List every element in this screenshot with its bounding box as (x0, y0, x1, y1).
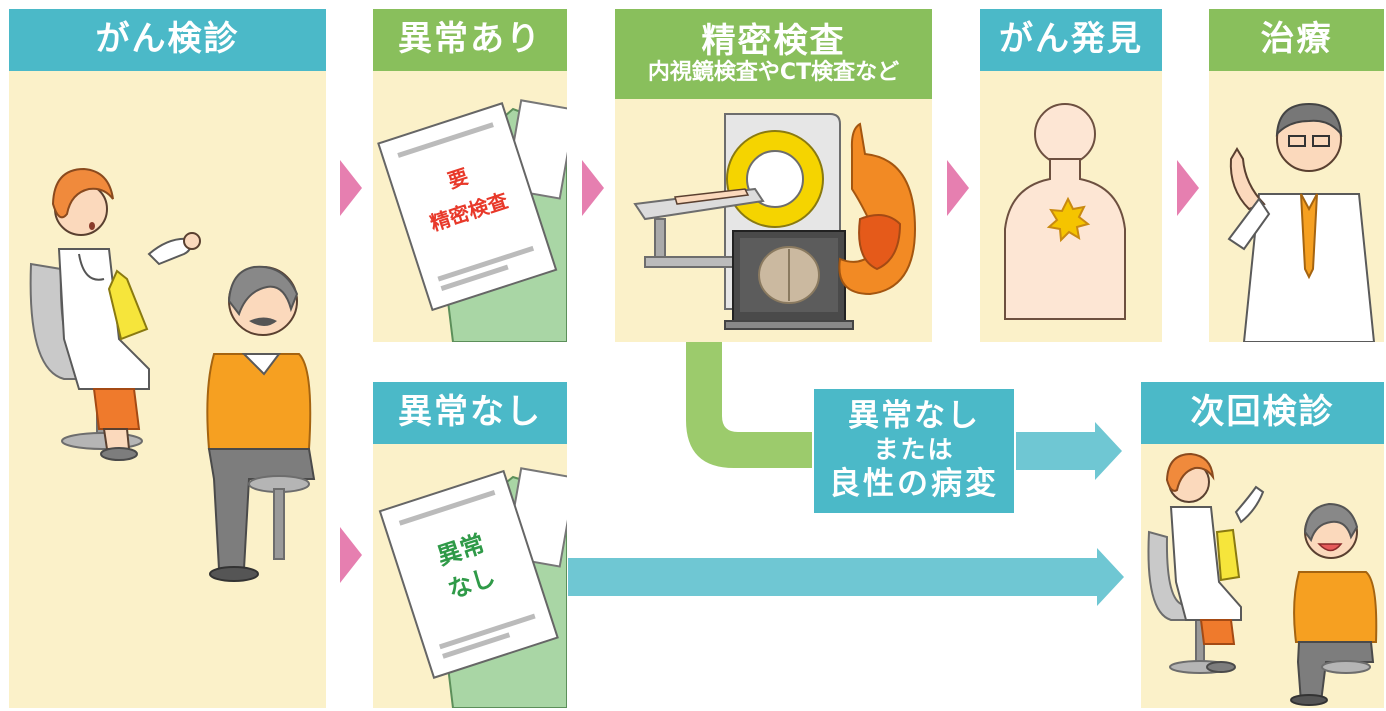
stomach-icon (838, 122, 917, 296)
doctor-male-illustration (1227, 102, 1376, 342)
panel-screening: がん検診 (9, 9, 326, 708)
patient-elderly-man-icon (206, 265, 316, 582)
next-screening-header: 次回検診 (1141, 382, 1384, 444)
detailed-header: 精密検査 内視鏡検査やCT検査など (615, 9, 932, 99)
pink-arrow-3 (947, 160, 969, 216)
pink-arrow-5 (340, 527, 362, 583)
abnormal-header: 異常あり (373, 9, 567, 71)
doctor-female-icon (51, 167, 201, 461)
pink-arrow-1 (340, 160, 362, 216)
treatment-title: 治療 (1260, 19, 1333, 60)
panel-treatment: 治療 (1209, 9, 1384, 342)
pink-arrow-2 (582, 160, 604, 216)
result-line1: 異常なし (848, 398, 980, 435)
panel-detailed: 精密検査 内視鏡検査やCT検査など (615, 9, 932, 342)
body-icon (1004, 103, 1126, 320)
panel-cancer-found: がん発見 (980, 9, 1162, 342)
screening-header: がん検診 (9, 9, 326, 71)
detailed-subtitle: 内視鏡検査やCT検査など (647, 60, 900, 86)
panel-no-abnormal: 異常なし 異常 なし (373, 382, 567, 708)
next-screening-illustration (1147, 452, 1378, 706)
normal-document-illustration: 異常 なし (378, 467, 567, 708)
cancer-found-header: がん発見 (980, 9, 1162, 71)
teal-arrow-result (1016, 422, 1122, 480)
result-line3: 良性の病変 (829, 466, 999, 503)
cancer-found-title: がん発見 (999, 19, 1143, 60)
doctor-male-icon (1227, 102, 1376, 342)
no-abnormal-header: 異常なし (373, 382, 567, 444)
teal-arrow-long (568, 548, 1124, 606)
green-connector (686, 342, 812, 468)
screening-title: がん検診 (95, 19, 240, 60)
no-abnormal-title: 異常なし (398, 392, 542, 433)
result-box: 異常なし または 良性の病変 (814, 389, 1014, 513)
panel-next-screening: 次回検診 (1141, 382, 1384, 708)
abnormal-title: 異常あり (398, 19, 542, 60)
document-icon: 異常 なし (378, 469, 559, 679)
detailed-title: 精密検査 (701, 20, 846, 61)
next-screening-title: 次回検診 (1190, 392, 1335, 433)
treatment-header: 治療 (1209, 9, 1384, 71)
pink-arrow-4 (1177, 160, 1199, 216)
result-line2: または (873, 435, 955, 465)
cancer-body-illustration (1004, 103, 1126, 320)
consultation-illustration (29, 167, 316, 582)
patient-elderly-man-icon (1290, 502, 1378, 706)
doctor-female-icon (1165, 452, 1265, 673)
document-icon: 要 精密検査 (377, 102, 558, 312)
panel-abnormal: 異常あり 要 精密検査 (373, 9, 567, 342)
brain-scan-monitor-icon (724, 230, 854, 330)
abnormal-document-illustration: 要 精密検査 (377, 99, 567, 342)
detailed-exam-illustration (633, 113, 917, 330)
tumor-icon (1046, 196, 1091, 243)
